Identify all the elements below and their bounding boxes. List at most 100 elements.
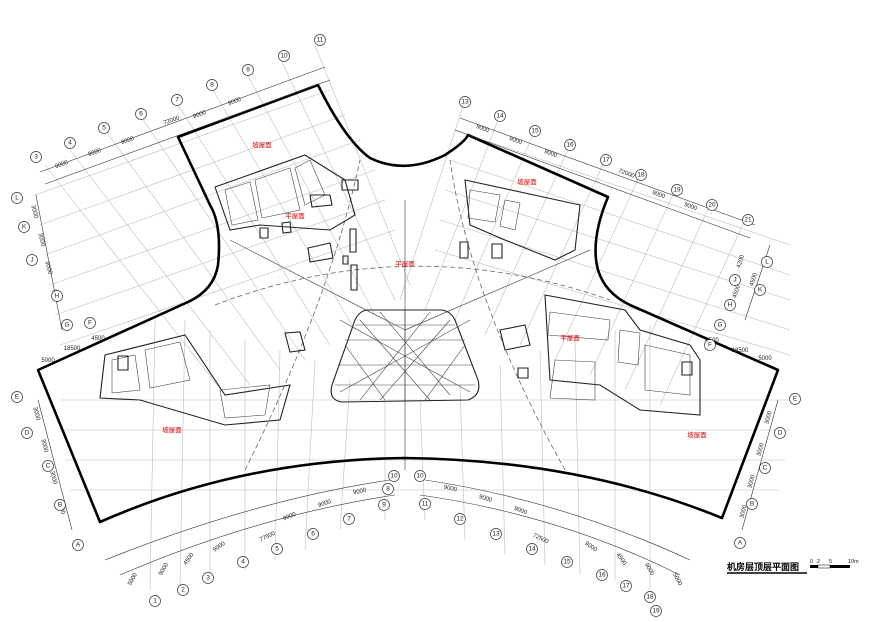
axis-right-G: G (717, 322, 722, 329)
axis-tr-21: 21 (744, 217, 752, 224)
dim-tr-3: 9000 (543, 149, 558, 159)
dim-bl-3: 4500 (183, 552, 196, 567)
dim-bl-7: 9000 (353, 488, 368, 497)
axis-left-F: F (88, 320, 92, 327)
dim-tl-cumulative: 72000 (163, 115, 181, 127)
axis-left-E: E (15, 394, 20, 401)
dim-left-3: 3000 (43, 261, 52, 276)
axis-right-K: K (758, 287, 763, 294)
dim-bl-2: 9000 (158, 562, 170, 577)
axis-right-E: E (793, 396, 798, 403)
dim-br-2: 9000 (478, 494, 493, 504)
dim-right-letter-4: 3000 (739, 504, 748, 519)
axis-br-10: 10 (416, 473, 424, 480)
dimensions-top-right: 9000 9000 9000 72000 9000 9000 (454, 117, 756, 239)
dim-bl-5: 9000 (282, 512, 297, 523)
machine-room-top-left (214, 154, 359, 291)
grid-bottom (60, 319, 790, 591)
dim-right-letter-2: 3000 (756, 442, 765, 457)
axis-right-A: A (738, 540, 743, 547)
axis-tl-9: 9 (246, 67, 250, 74)
scale-bar: 0 2 5 10m (810, 559, 859, 569)
axis-left-D: D (25, 430, 30, 437)
building-outline (36, 83, 780, 524)
dim-tr-1: 9000 (475, 124, 490, 134)
axis-tr-20: 20 (708, 202, 716, 209)
dim-br-7: 5000 (671, 572, 683, 587)
dim-tr-5: 9000 (683, 202, 698, 212)
axis-left-C: C (46, 463, 51, 470)
axis-bl-5: 5 (275, 546, 279, 553)
central-skylight (330, 309, 480, 403)
axis-bubbles-left: L K J H G F E D C B A (11, 192, 96, 551)
dim-left-2: 3000 (36, 233, 45, 248)
drawing-title-block: 机房层顶层平面图 0 2 5 10m (727, 559, 859, 574)
roof-label-slope-left: 坡屋面 (162, 425, 182, 434)
axis-bubbles-right: L K J H G F E D C B A (704, 256, 801, 549)
axis-bl-1: 1 (153, 598, 157, 605)
dim-left-1: 3000 (29, 205, 38, 220)
dim-right-3: 4500 (749, 272, 759, 287)
axis-left-J: J (30, 257, 33, 264)
grid-top-left (34, 44, 411, 396)
axis-tl-7: 7 (175, 97, 179, 104)
axis-tl-10: 10 (280, 53, 288, 60)
axis-br-17: 17 (622, 583, 630, 590)
scale-label-5: 5 (829, 559, 832, 565)
dim-bl-cumulative: 77500 (259, 531, 277, 544)
axis-right-C: C (763, 465, 768, 472)
axis-tr-14: 14 (496, 113, 504, 120)
axis-tl-3: 3 (34, 154, 38, 161)
axis-bl-6: 6 (311, 531, 315, 538)
scale-label-2: 2 (817, 559, 820, 565)
dim-br-6: 9000 (643, 562, 655, 577)
axis-br-19: 19 (652, 608, 660, 615)
axis-left-K: K (22, 224, 27, 231)
dim-right-1: 4200 (736, 254, 746, 269)
dim-bl-6: 9000 (317, 499, 332, 509)
axis-bl-7: 7 (347, 516, 351, 523)
dim-tl-1: 9000 (54, 160, 69, 170)
scale-label-0: 0 (810, 559, 813, 565)
axis-tl-8: 8 (210, 82, 214, 89)
machine-room-right (499, 294, 701, 416)
axis-bl-3: 3 (206, 575, 210, 582)
dimensions-left: 3000 3000 3000 3000 5000 18500 4500 (29, 194, 105, 364)
axis-br-14: 14 (528, 546, 536, 553)
axis-bubbles-bottom-left: 1 2 3 4 5 6 7 8 9 10 (149, 470, 400, 607)
dim-br-3: 9000 (513, 506, 528, 517)
dimensions-top-left: 9000 9000 9000 72000 9000 9000 (39, 66, 331, 185)
roof-label-flat-top-left: 平屋面 (285, 212, 305, 220)
dim-br-1: 9000 (443, 485, 458, 494)
dim-bl-1: 5000 (127, 572, 139, 587)
axis-tl-11: 11 (317, 37, 324, 44)
roof-label-slope-right: 坡屋面 (687, 430, 707, 439)
dim-tl-3: 9000 (120, 136, 135, 146)
axis-tl-4: 4 (68, 140, 72, 147)
roof-label-flat-right: 平屋面 (560, 334, 580, 342)
axis-tl-5: 5 (102, 125, 106, 132)
dim-bl-4: 9000 (212, 541, 227, 554)
axis-bl-8: 8 (386, 486, 390, 493)
axis-br-11: 11 (422, 501, 429, 508)
axis-left-B: B (58, 502, 62, 509)
dim-left-letter-1: 3000 (31, 407, 40, 422)
roof-labels: 坡屋面 平屋面 平屋面 坡屋面 平屋面 坡屋面 坡屋面 (162, 140, 707, 439)
dim-left-letter-2: 3000 (39, 439, 48, 454)
dim-br-4: 9000 (583, 541, 598, 554)
axis-left-H: H (55, 293, 60, 300)
roof-label-slope-top-left: 坡屋面 (252, 140, 272, 149)
dim-left-side-2: 18500 (64, 346, 81, 352)
axis-br-12: 12 (456, 516, 464, 523)
axis-br-18: 18 (646, 594, 654, 601)
axis-tr-19: 19 (673, 187, 681, 194)
axis-bl-9: 9 (382, 502, 386, 509)
dim-tr-2: 9000 (508, 136, 523, 146)
axis-bl-10: 10 (390, 473, 398, 480)
dim-right-side-3: 5000 (758, 356, 772, 362)
drawing-title: 机房层顶层平面图 (727, 561, 799, 573)
axis-bubbles-bottom-right: 10 11 12 13 14 15 16 17 18 19 (414, 470, 662, 617)
axis-tr-15: 15 (531, 128, 539, 135)
axis-right-H: H (728, 302, 733, 309)
